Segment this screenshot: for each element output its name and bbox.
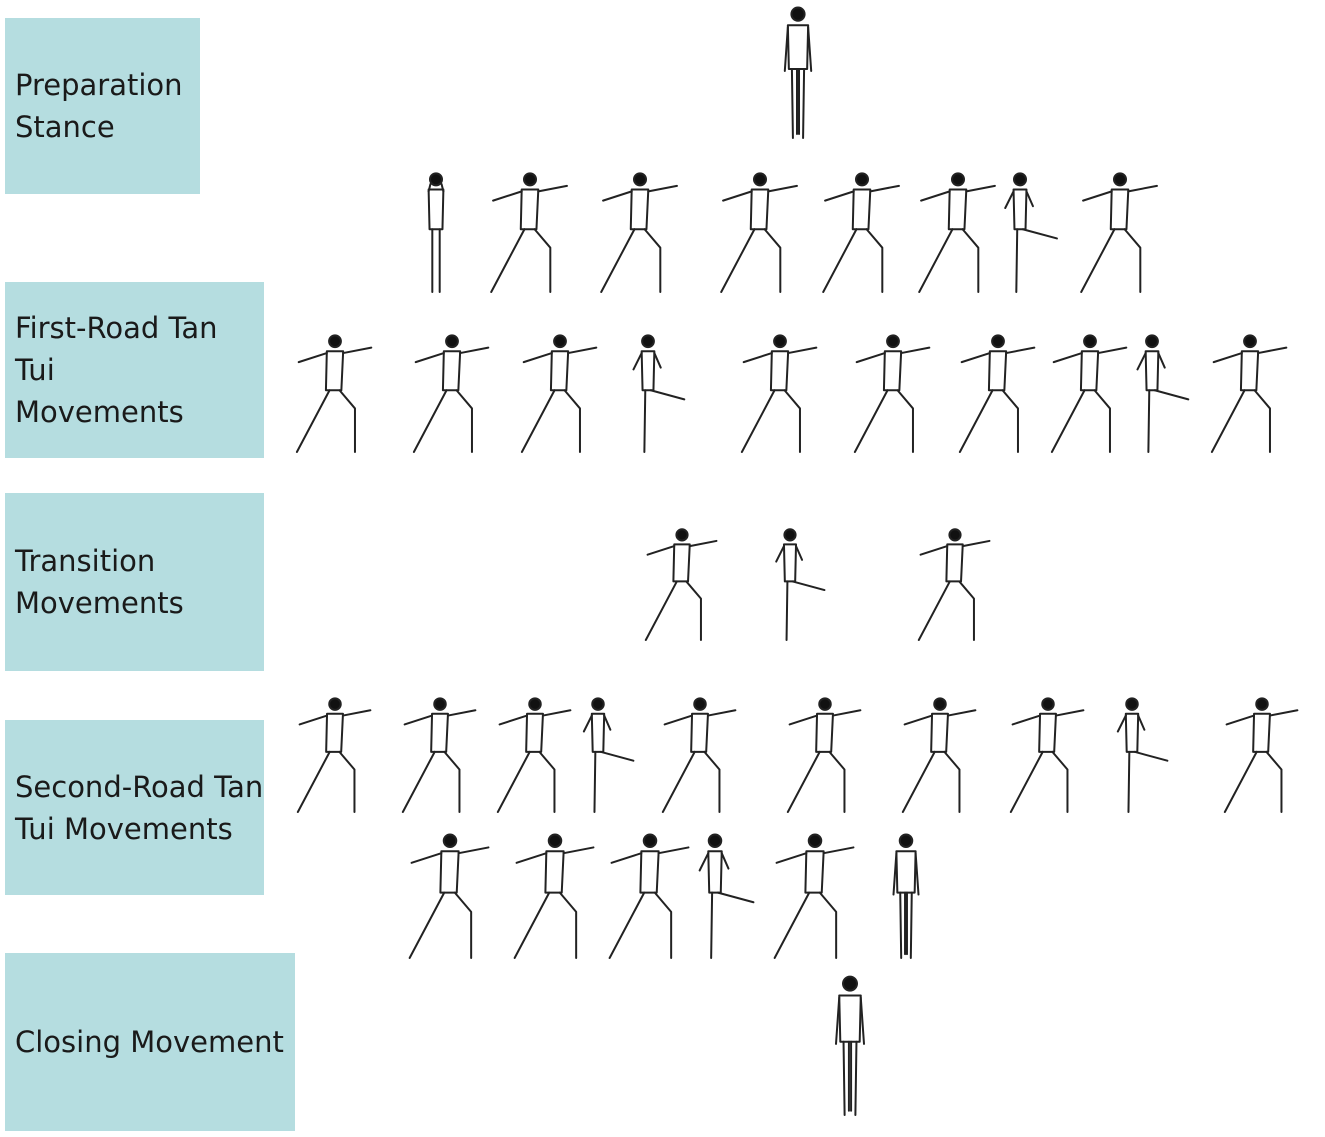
first-road-figure-5-icon — [720, 172, 798, 293]
first-road-figure-15-icon — [853, 334, 931, 453]
first-road-figure-10-icon — [295, 334, 373, 453]
second-road-figure-28-icon — [786, 697, 862, 813]
closing-figure-39-icon — [835, 975, 865, 1116]
stage-label-text: Second-Road Tan Tui Movements — [15, 769, 264, 846]
second-road-figure-24-icon — [401, 697, 477, 813]
second-road-figure-23-icon — [296, 697, 372, 813]
second-road-figure-34-icon — [513, 833, 595, 959]
first-road-figure-4-icon — [600, 172, 678, 293]
stage-label-preparation-stance: Preparation Stance — [5, 18, 200, 194]
stage-label-first-road: First-Road Tan Tui Movements — [5, 282, 264, 458]
preparation-figure-1-icon — [783, 6, 813, 139]
second-road-figure-29-icon — [901, 697, 977, 813]
first-road-figure-17-icon — [1050, 334, 1128, 453]
second-road-figure-32-icon — [1223, 697, 1299, 813]
transition-figure-22-icon — [917, 528, 991, 641]
second-road-figure-36-icon — [698, 833, 755, 959]
first-road-figure-19-icon — [1210, 334, 1288, 453]
second-road-figure-25-icon — [496, 697, 572, 813]
transition-figure-21-icon — [775, 528, 826, 641]
first-road-figure-7-icon — [918, 172, 996, 293]
stage-label-second-road: Second-Road Tan Tui Movements — [5, 720, 264, 895]
first-road-figure-16-icon — [958, 334, 1036, 453]
stage-label-text: Closing Movement — [15, 1025, 284, 1059]
first-road-figure-12-icon — [520, 334, 598, 453]
second-road-figure-37-icon — [773, 833, 855, 959]
stage-label-text: First-Road Tan Tui Movements — [15, 311, 218, 429]
second-road-figure-35-icon — [608, 833, 690, 959]
first-road-figure-9-icon — [1080, 172, 1158, 293]
second-road-figure-27-icon — [661, 697, 737, 813]
first-road-figure-14-icon — [740, 334, 818, 453]
stage-label-closing: Closing Movement — [5, 953, 295, 1131]
first-road-figure-13-icon — [632, 334, 686, 453]
first-road-figure-3-icon — [490, 172, 568, 293]
second-road-figure-30-icon — [1009, 697, 1085, 813]
first-road-figure-8-icon — [1004, 172, 1058, 293]
first-road-figure-2-icon — [427, 172, 445, 293]
stage-label-transition: Transition Movements — [5, 493, 264, 671]
stage-label-text: Preparation Stance — [15, 68, 183, 144]
second-road-figure-38-icon — [892, 833, 920, 959]
first-road-figure-6-icon — [822, 172, 900, 293]
second-road-figure-31-icon — [1116, 697, 1169, 813]
second-road-figure-33-icon — [408, 833, 490, 959]
first-road-figure-18-icon — [1136, 334, 1190, 453]
second-road-figure-26-icon — [582, 697, 635, 813]
first-road-figure-11-icon — [412, 334, 490, 453]
transition-figure-20-icon — [644, 528, 718, 641]
stage-label-text: Transition Movements — [15, 544, 184, 620]
